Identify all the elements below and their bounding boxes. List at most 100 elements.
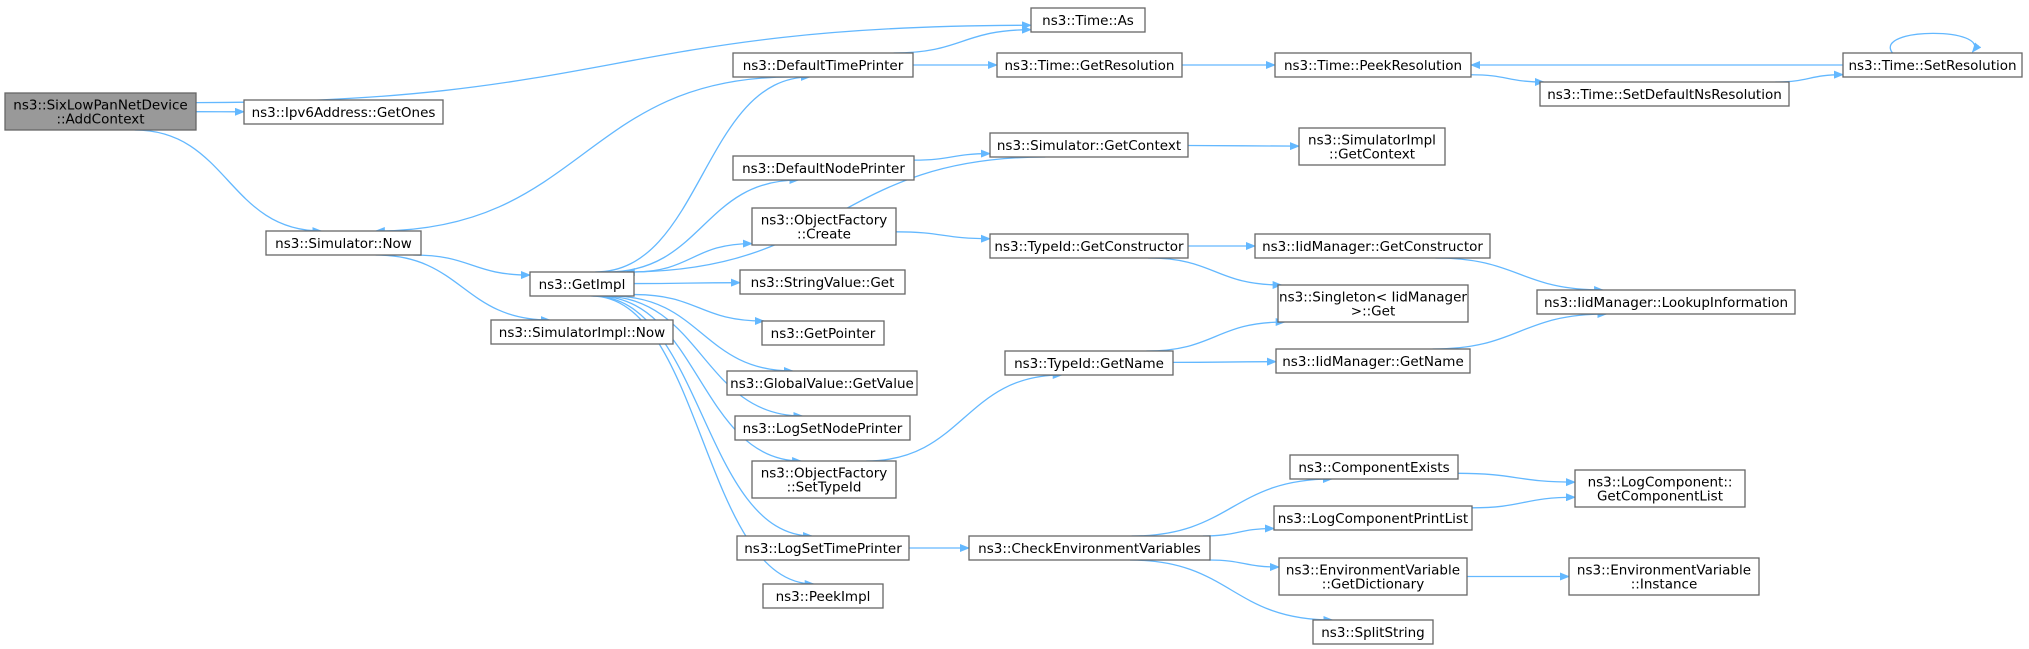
node-box [1277, 284, 1469, 323]
node-label: ns3::Time::As [1042, 13, 1134, 29]
node-time-peekresolution[interactable]: ns3::Time::PeekResolution [1274, 52, 1472, 78]
node-label: ns3::DefaultNodePrinter [742, 161, 905, 177]
node-label: ns3::Simulator::GetContext [997, 138, 1181, 154]
node-box [726, 370, 918, 396]
node-simimpl-getcontext[interactable]: ns3::SimulatorImpl::GetContext [1298, 127, 1446, 166]
node-box [761, 320, 885, 346]
node-box [1275, 348, 1471, 374]
node-peekimpl[interactable]: ns3::PeekImpl [762, 583, 884, 609]
node-label: ns3::ComponentExists [1298, 460, 1449, 476]
node-typeid-getconstructor[interactable]: ns3::TypeId::GetConstructor [989, 233, 1189, 259]
node-defaulttimeprinter[interactable]: ns3::DefaultTimePrinter [732, 52, 914, 78]
node-getimpl[interactable]: ns3::GetImpl [529, 271, 635, 297]
edge-getimpl-to-peekimpl [591, 295, 815, 588]
node-box [739, 269, 906, 295]
edge-simulator-now-to-simimpl-now [375, 254, 551, 324]
node-time-setresolution[interactable]: ns3::Time::SetResolution [1842, 52, 2023, 78]
node-ipv6-getones[interactable]: ns3::Ipv6Address::GetOnes [243, 99, 444, 125]
node-typeid-getname[interactable]: ns3::TypeId::GetName [1004, 350, 1174, 376]
edge-typeid-getconstructor-to-singleton-get [1148, 257, 1283, 289]
edge-getimpl-to-getpointer [633, 293, 765, 325]
edge-getimpl-to-defaultnodeprinter [606, 176, 800, 273]
node-getpointer[interactable]: ns3::GetPointer [761, 320, 885, 346]
node-label: ns3::Ipv6Address::GetOnes [252, 105, 436, 121]
node-iidmanager-getname[interactable]: ns3::IidManager::GetName [1275, 348, 1471, 374]
node-box [265, 230, 422, 256]
edge-getimpl-to-logsettimeprinter [592, 295, 814, 540]
node-box [989, 233, 1189, 259]
edge-checkenvvars-to-envvar-getdictionary [1208, 559, 1280, 572]
node-defaultnodeprinter[interactable]: ns3::DefaultNodePrinter [732, 155, 915, 181]
node-box [734, 415, 911, 441]
edge-checkenvvars-to-logcomponentprintlist [1202, 524, 1275, 537]
node-componentexists[interactable]: ns3::ComponentExists [1289, 454, 1459, 480]
node-objfactory-create[interactable]: ns3::ObjectFactory::Create [751, 207, 897, 246]
node-time-getresolution[interactable]: ns3::Time::GetResolution [996, 52, 1183, 78]
node-label: ns3::StringValue::Get [751, 275, 895, 291]
node-box [762, 583, 884, 609]
node-box [968, 535, 1211, 561]
node-label: ns3::LogSetNodePrinter [743, 421, 903, 437]
node-logsetnodeprinter[interactable]: ns3::LogSetNodePrinter [734, 415, 911, 441]
edge-checkenvvars-to-componentexists [1131, 475, 1333, 537]
node-envvar-instance[interactable]: ns3::EnvironmentVariable::Instance [1568, 557, 1760, 596]
node-label: ns3::SimulatorImpl::Now [499, 325, 665, 341]
edge-getimpl-to-globalvalue-getvalue [611, 295, 794, 375]
node-box [243, 99, 444, 125]
node-iidmanager-getconstructor[interactable]: ns3::IidManager::GetConstructor [1254, 233, 1491, 259]
node-label: ns3::GetImpl [539, 277, 626, 293]
node-label: ns3::GetPointer [771, 326, 876, 342]
node-label: ns3::Time::GetResolution [1004, 58, 1174, 74]
node-label: ::GetContext [1329, 147, 1415, 163]
node-label: ns3::IidManager::GetConstructor [1262, 239, 1483, 255]
node-label: ns3::TypeId::GetConstructor [994, 239, 1184, 255]
node-box [989, 132, 1189, 158]
node-envvar-getdictionary[interactable]: ns3::EnvironmentVariable::GetDictionary [1278, 557, 1468, 596]
node-label: ::AddContext [56, 112, 144, 128]
edge-typeid-getname-to-singleton-get [1146, 318, 1286, 352]
node-splitstring[interactable]: ns3::SplitString [1312, 619, 1434, 645]
edge-defaulttimeprinter-to-simulator-now [374, 76, 791, 235]
node-time-as[interactable]: ns3::Time::As [1030, 7, 1146, 33]
node-box [4, 92, 197, 131]
node-box [996, 52, 1183, 78]
node-simulator-now[interactable]: ns3::Simulator::Now [265, 230, 422, 256]
node-logcomponentprintlist[interactable]: ns3::LogComponentPrintList [1273, 505, 1473, 531]
node-checkenvvars[interactable]: ns3::CheckEnvironmentVariables [968, 535, 1211, 561]
node-box [1254, 233, 1491, 259]
node-label: ns3::PeekImpl [776, 589, 871, 605]
node-logsettimeprinter[interactable]: ns3::LogSetTimePrinter [736, 535, 910, 561]
node-box [490, 319, 674, 345]
node-objfactory-settypeid[interactable]: ns3::ObjectFactory::SetTypeId [751, 460, 897, 499]
edges-layer [134, 21, 1982, 624]
node-label: ns3::TypeId::GetName [1014, 356, 1164, 372]
node-simimpl-now[interactable]: ns3::SimulatorImpl::Now [490, 319, 674, 345]
node-stringvalue-get[interactable]: ns3::StringValue::Get [739, 269, 906, 295]
node-label: ns3::LogComponent:: [1588, 475, 1733, 491]
edge-getimpl-to-objfactory-settypeid [596, 295, 803, 465]
node-addcontext[interactable]: ns3::SixLowPanNetDevice::AddContext [4, 92, 197, 131]
node-label: ns3::ObjectFactory [761, 213, 888, 229]
node-box [1842, 52, 2023, 78]
node-box [751, 460, 897, 499]
node-logcomponent-getcomponentlist[interactable]: ns3::LogComponent::GetComponentList [1574, 469, 1746, 508]
node-label: ::SetTypeId [787, 480, 862, 496]
node-singleton-get[interactable]: ns3::Singleton< IidManager>::Get [1277, 284, 1469, 323]
edge-defaulttimeprinter-to-time-as [893, 25, 1032, 54]
node-label: ns3::Time::SetResolution [1848, 58, 2016, 74]
node-label: ::GetDictionary [1322, 577, 1424, 593]
node-simulator-getcontext[interactable]: ns3::Simulator::GetContext [989, 132, 1189, 158]
node-label: GetComponentList [1597, 489, 1723, 505]
edge-simulator-getcontext-to-simimpl-getcontext [1187, 142, 1300, 151]
edge-defaultnodeprinter-to-simulator-getcontext [913, 149, 991, 161]
node-label: ::Create [797, 227, 851, 243]
node-box [1030, 7, 1146, 33]
node-label: ns3::SimulatorImpl [1308, 133, 1436, 149]
node-globalvalue-getvalue[interactable]: ns3::GlobalValue::GetValue [726, 370, 918, 396]
node-label: ns3::Singleton< IidManager [1279, 290, 1467, 306]
node-time-setdefaultnsresolution[interactable]: ns3::Time::SetDefaultNsResolution [1539, 81, 1790, 107]
node-label: ns3::LogSetTimePrinter [744, 541, 902, 557]
edge-checkenvvars-to-splitstring [1129, 559, 1334, 624]
node-iidmanager-lookupinformation[interactable]: ns3::IidManager::LookupInformation [1536, 289, 1796, 315]
